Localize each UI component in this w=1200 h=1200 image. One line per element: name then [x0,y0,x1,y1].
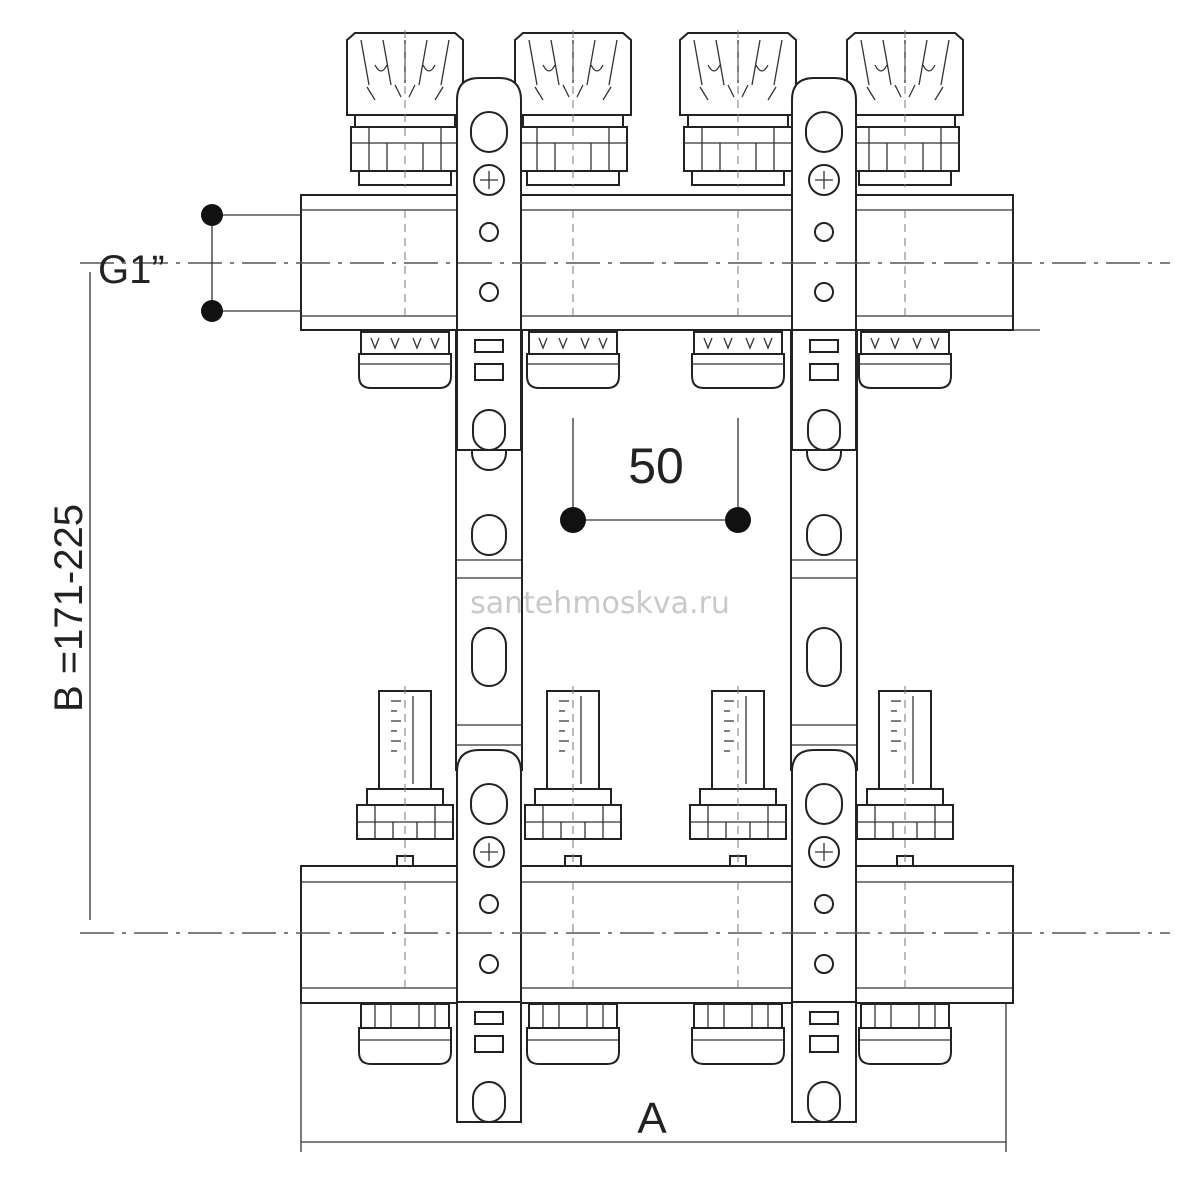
height-range-label: B =171-225 [47,504,91,712]
thread-size-label: G1” [98,248,165,292]
dimension-dot [201,300,223,322]
top-valves [346,29,964,188]
bottom-fittings [358,1003,952,1065]
thread-dimension [201,204,301,322]
spacing-label: 50 [628,438,684,494]
valve-cap-3 [679,29,797,188]
length-dimension [300,1003,1007,1152]
length-label: A [637,1094,667,1143]
top-fittings [358,331,952,389]
bottom-manifold-bar [300,865,1014,1004]
valve-cap-1 [346,29,464,188]
dimension-dot [725,507,751,533]
valve-cap-2 [514,29,632,188]
dimension-dot [560,507,586,533]
watermark: santehmoskva.ru [470,586,730,621]
valve-cap-4 [846,29,964,188]
flow-meters [356,685,954,867]
spacing-dimension [560,418,751,533]
dimension-dot [201,204,223,226]
